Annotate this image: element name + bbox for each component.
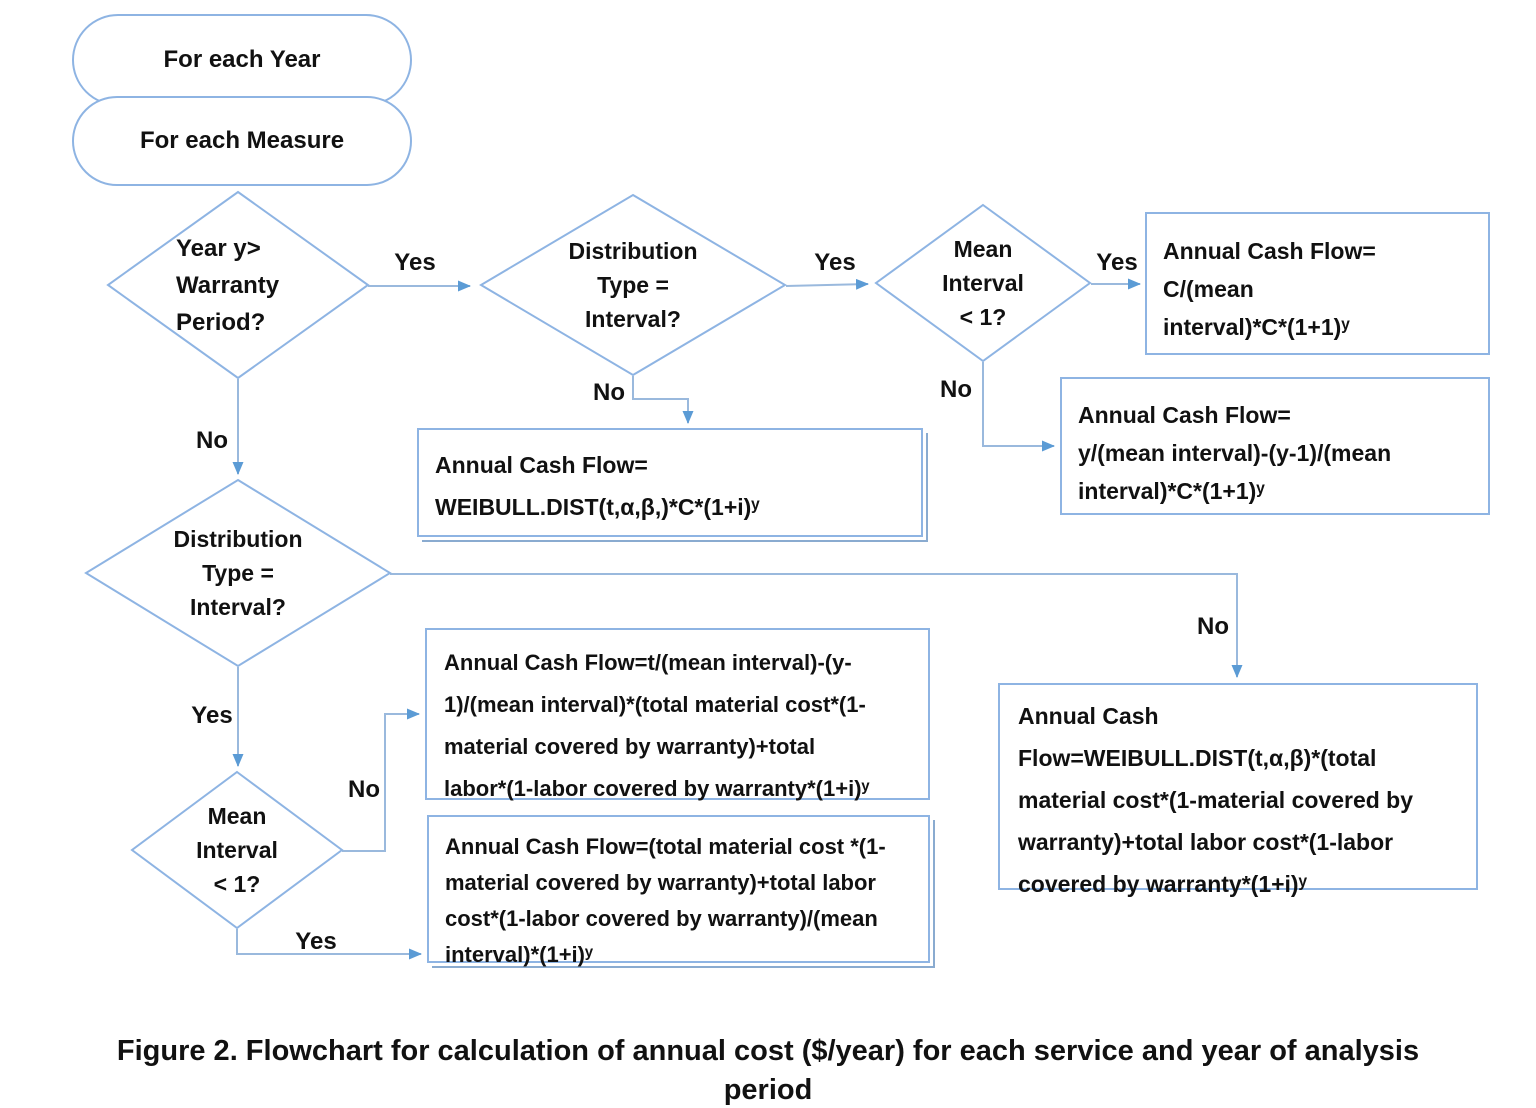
edge-label-yes-3: Yes: [1096, 249, 1138, 276]
decision-diamond-year-warranty: [106, 190, 370, 380]
edge-label-yes-2: Yes: [814, 249, 856, 276]
edge-label-yes-1: Yes: [394, 249, 436, 276]
decision-year-warranty-label: Year y> Warranty Period?: [176, 234, 280, 336]
process-annual-cash-flow-weibull-c: Annual Cash Flow= WEIBULL.DIST(t,α,β,)*C…: [417, 428, 923, 537]
edge-label-no-2: No: [940, 376, 972, 403]
edge-label-yes-4: Yes: [191, 702, 233, 729]
decision-diamond-disttype-bottom: [84, 478, 392, 668]
decision-diamond-disttype-top: [479, 193, 787, 377]
process-annual-cash-flow-c-mean: Annual Cash Flow= C/(mean interval)*C*(1…: [1145, 212, 1490, 355]
edge-label-no-1: No: [593, 379, 625, 406]
edge-label-no-4: No: [1197, 613, 1229, 640]
start-node-for-each-measure: For each Measure: [72, 96, 412, 186]
edge-label-no-5: No: [348, 776, 380, 803]
decision-meaninterval-top-label: Mean Interval < 1?: [942, 236, 1024, 330]
connector-no-disttype2-to-weibull-total-box: [390, 573, 1243, 678]
connector-yes-disttype-to-meaninterval: [785, 278, 869, 290]
connector-no-meaninterval-to-box2: [982, 362, 1055, 452]
decision-diamond-meaninterval-top: [874, 203, 1092, 363]
start-node-for-each-year: For each Year: [72, 14, 412, 106]
decision-meaninterval-bottom-label: Mean Interval < 1?: [196, 803, 278, 897]
connector-yes-meaninterval2-to-box5: [236, 929, 422, 960]
figure-caption: Figure 2. Flowchart for calculation of a…: [116, 1035, 1420, 1106]
edge-label-no-3: No: [196, 427, 228, 454]
connector-no-disttype-to-weibull-box: [632, 376, 694, 424]
edge-label-yes-5: Yes: [295, 928, 337, 955]
connector-no-meaninterval2-to-box4: [342, 708, 420, 852]
decision-disttype-top-label: Distribution Type = Interval?: [568, 238, 698, 332]
process-annual-cash-flow-weibull-total: Annual Cash Flow=WEIBULL.DIST(t,α,β)*(to…: [998, 683, 1478, 897]
decision-disttype-bottom-label: Distribution Type = Interval?: [173, 526, 303, 620]
decision-diamond-meaninterval-bottom: [130, 770, 344, 930]
start-node-for-each-year-label: For each Year: [163, 46, 321, 73]
process-annual-cash-flow-total-material: Annual Cash Flow=(total material cost *(…: [427, 815, 930, 967]
process-annual-cash-flow-t-mean: Annual Cash Flow=t/(mean interval)-(y- 1…: [425, 628, 930, 801]
start-node-for-each-measure-label: For each Measure: [139, 127, 345, 154]
process-annual-cash-flow-y-mean: Annual Cash Flow= y/(mean interval)-(y-1…: [1060, 377, 1490, 515]
